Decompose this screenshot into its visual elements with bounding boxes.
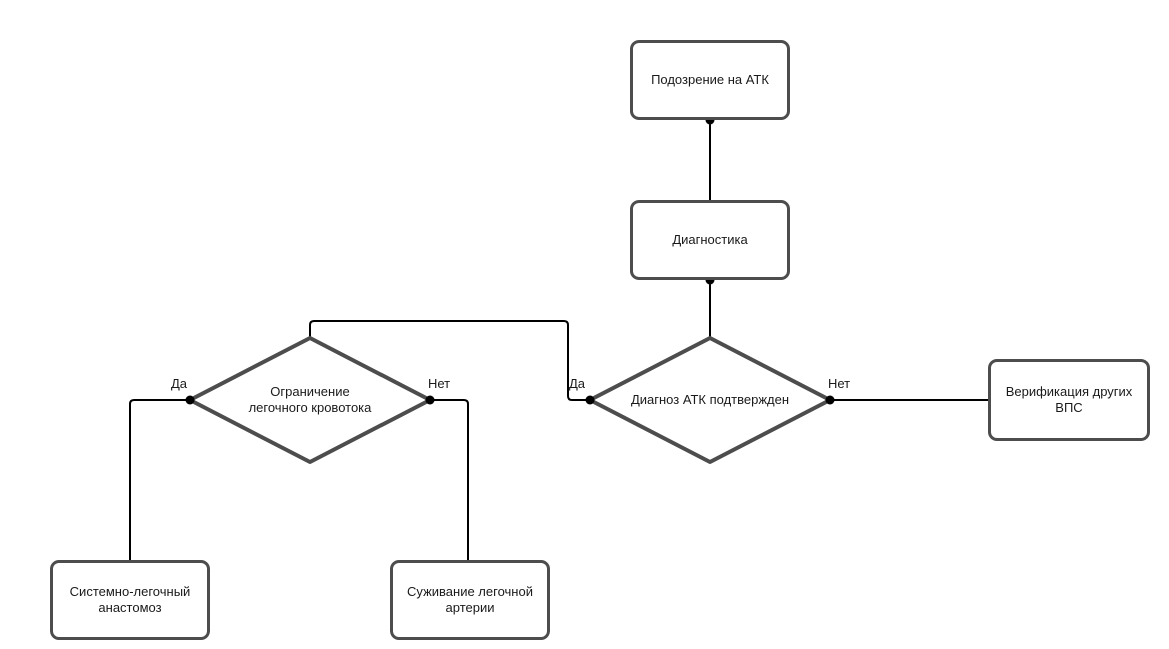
branch-label-confirmed-yes: Да <box>568 376 585 391</box>
connection-dot <box>585 395 595 405</box>
decision-confirmed-shape <box>588 336 832 464</box>
decision-confirmed-label: Диагноз АТК подтвержден <box>630 392 790 408</box>
connector-limitation-yes-anastomosis <box>129 399 190 560</box>
node-anastomosis-label: Системно-легочный анастомоз <box>69 584 191 615</box>
decision-limitation-shape <box>188 336 432 464</box>
node-suspicion-label: Подозрение на АТК <box>651 72 769 88</box>
node-anastomosis: Системно-легочный анастомоз <box>50 560 210 640</box>
branch-label-confirmed-no: Нет <box>828 376 851 391</box>
node-banding-label: Суживание легочной артерии <box>407 584 533 615</box>
connection-dot <box>825 395 835 405</box>
branch-label-limitation-yes: Да <box>170 376 187 391</box>
node-verification: Верификация других ВПС <box>988 359 1150 441</box>
connection-dot <box>185 395 195 405</box>
connector-confirmed-yes-limitation <box>309 320 590 401</box>
connection-dot <box>425 395 435 405</box>
node-suspicion: Подозрение на АТК <box>630 40 790 120</box>
node-verification-label: Верификация других ВПС <box>1005 384 1133 415</box>
branch-label-limitation-no: Нет <box>428 376 451 391</box>
decision-limitation-label: Ограничение легочного кровотока <box>248 384 372 415</box>
node-diagnostics-label: Диагностика <box>672 232 748 248</box>
node-diagnostics: Диагностика <box>630 200 790 280</box>
connector-limitation-no-banding <box>430 399 469 560</box>
node-banding: Суживание легочной артерии <box>390 560 550 640</box>
